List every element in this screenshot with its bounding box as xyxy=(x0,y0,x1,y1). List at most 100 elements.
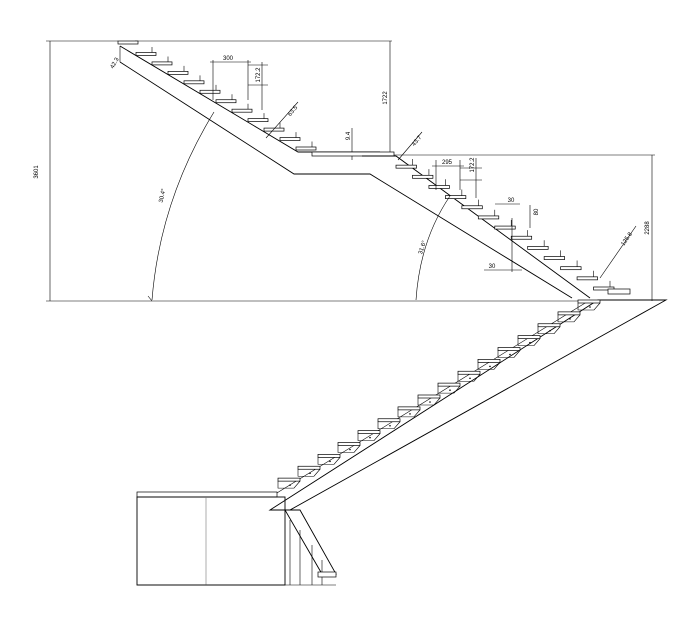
perspective-step-tread xyxy=(417,394,441,399)
perspective-step-bracket xyxy=(417,397,441,406)
perspective-step-bracket xyxy=(337,445,361,453)
perspective-step-tread xyxy=(297,465,321,470)
perspective-step-tread xyxy=(477,359,501,363)
bottom-nosing-label: 30 xyxy=(489,264,496,270)
lower-riser-label: 172.2 xyxy=(470,157,476,173)
perspective-step-bracket xyxy=(557,314,581,323)
perspective-step-bolt xyxy=(409,413,411,415)
upper-step-tread xyxy=(231,108,253,113)
landing-thickness-label: 9.4 xyxy=(346,131,352,140)
lower-step-tread xyxy=(445,195,467,199)
landing-platform xyxy=(136,491,336,586)
upper-step-tread xyxy=(151,61,173,66)
upper-height-label: 1722 xyxy=(383,91,389,105)
perspective-step-bolt xyxy=(569,318,571,320)
perspective-step-bolt xyxy=(429,401,431,403)
upper-step-tread xyxy=(199,89,221,94)
perspective-step-bolt xyxy=(589,306,591,308)
perspective-step-bolt xyxy=(349,448,351,451)
lower-flight-steps xyxy=(395,159,615,291)
perspective-step-bolt xyxy=(389,424,391,427)
perspective-step-bracket xyxy=(437,385,461,394)
perspective-step-bracket xyxy=(377,421,401,430)
lower-step-tread xyxy=(527,246,549,250)
lower-step-tread xyxy=(576,276,598,281)
lower-step-tread xyxy=(395,164,417,169)
perspective-step-bolt xyxy=(509,353,511,356)
perspective-step-bracket xyxy=(397,409,421,418)
perspective-step-bracket xyxy=(317,457,341,465)
lower-tread-dimension: 295 172.2 xyxy=(432,157,482,198)
floor-tread xyxy=(607,288,631,295)
perspective-step-tread xyxy=(277,477,301,482)
upper-step-tread xyxy=(215,99,237,104)
upper-height-dimension: 1722 xyxy=(135,40,392,156)
perspective-step-tread xyxy=(317,454,341,458)
lower-step-tread xyxy=(461,205,483,210)
upper-step-tread xyxy=(263,127,285,132)
perspective-step-bracket xyxy=(357,433,381,441)
perspective-stringer xyxy=(268,299,668,511)
perspective-step-bolt xyxy=(549,329,551,332)
perspective-step-tread xyxy=(537,323,561,328)
upper-step-tread xyxy=(279,137,301,141)
lower-step-tread xyxy=(477,215,500,220)
perspective-step-bolt xyxy=(529,341,531,344)
perspective-step-bracket xyxy=(577,302,601,311)
upper-step-tread xyxy=(247,118,269,122)
perspective-step-bolt xyxy=(329,460,331,463)
lower-height-dimension: 2288 xyxy=(372,154,655,301)
upper-angle-arc xyxy=(151,111,215,301)
perspective-step-tread xyxy=(357,430,381,434)
lower-step-tread xyxy=(428,185,450,189)
bottom-short-flight xyxy=(284,509,337,585)
upper-step-tread xyxy=(295,146,317,151)
lower-step-tread xyxy=(494,225,516,230)
lower-stringer-width-leader xyxy=(599,225,637,279)
bottom-nosing-dimension: 30 xyxy=(484,218,522,272)
perspective-step-bracket xyxy=(477,362,501,370)
lower-angle-label: 31.6° xyxy=(418,239,428,255)
total-height-dimension: 3601 xyxy=(34,40,600,302)
lower-top-offset-label: 43.7 xyxy=(411,134,424,147)
perspective-step-bolt xyxy=(369,436,371,439)
perspective-step-tread xyxy=(497,347,521,351)
perspective-view xyxy=(136,299,668,586)
lower-step-tread xyxy=(593,286,615,291)
lower-angle-arc xyxy=(415,195,451,301)
perspective-step-tread xyxy=(337,442,361,446)
lower-step-tread xyxy=(543,256,565,260)
perspective-step-bracket xyxy=(297,469,321,477)
upper-tread-dimension: 300 172.2 xyxy=(210,56,268,110)
lower-stringer-width-label: 125.8 xyxy=(620,231,634,247)
upper-angle-label: 30.4° xyxy=(159,188,168,204)
perspective-step-tread xyxy=(457,370,481,375)
perspective-step-tread xyxy=(397,406,421,411)
lower-step-tread xyxy=(412,174,434,179)
upper-step-tread xyxy=(167,71,189,75)
perspective-step-tread xyxy=(577,299,601,304)
elevation-view: 3601 1722 2288 42.3 30 xyxy=(34,40,655,302)
perspective-step-bolt xyxy=(469,377,471,380)
perspective-step-tread xyxy=(557,311,581,316)
lower-step-tread xyxy=(510,235,533,240)
perspective-step-tread xyxy=(437,382,461,387)
landing-slab xyxy=(311,151,395,157)
perspective-step-tread xyxy=(377,418,401,423)
total-height-label: 3601 xyxy=(34,165,40,179)
upper-top-offset-label: 42.3 xyxy=(110,56,121,70)
lower-step-tread xyxy=(560,266,582,271)
perspective-step-bolt xyxy=(489,365,491,368)
perspective-step-bolt xyxy=(289,484,291,486)
upper-stringer-width-leader xyxy=(265,101,299,139)
perspective-steps xyxy=(277,299,601,489)
perspective-step-bolt xyxy=(449,389,451,391)
perspective-step-bracket xyxy=(497,350,521,358)
perspective-step-bolt xyxy=(309,472,311,475)
lower-stringer xyxy=(362,155,591,299)
top-landing-tread xyxy=(117,40,139,45)
upper-riser-label: 172.2 xyxy=(256,67,262,83)
nosing-depth-label: 30 xyxy=(508,198,515,204)
perspective-step-bracket xyxy=(457,374,481,382)
